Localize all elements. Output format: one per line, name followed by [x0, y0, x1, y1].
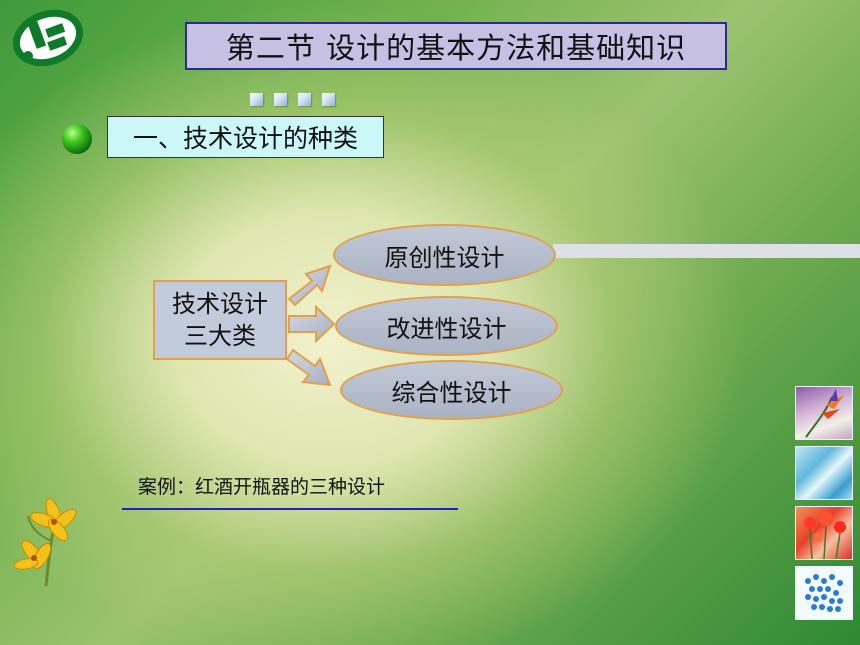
- lily-flower-icon: [13, 498, 77, 586]
- thumbnail-bird-of-paradise: [795, 386, 853, 440]
- decor-bar: [553, 244, 860, 258]
- case-link[interactable]: 案例：红酒开瓶器的三种设计: [138, 476, 386, 498]
- section-heading: 一、技术设计的种类: [107, 116, 384, 158]
- decor-square: [250, 93, 263, 106]
- arrow-up-right: [287, 264, 332, 307]
- arrow-down-right: [285, 348, 332, 387]
- design-type-integrated: 综合性设计: [340, 360, 563, 420]
- decor-square: [298, 93, 311, 106]
- thumbnail-blue-texture: [795, 446, 853, 500]
- thumbnail-blue-flowers: [795, 566, 853, 620]
- thumbnail-red-flowers: [795, 506, 853, 560]
- decor-square: [322, 93, 335, 106]
- logo-icon: [12, 9, 84, 67]
- center-box: 技术设计 三大类: [153, 280, 287, 360]
- design-type-improved: 改进性设计: [335, 296, 558, 356]
- arrow-right: [288, 304, 336, 344]
- design-type-original: 原创性设计: [333, 224, 556, 286]
- slide-title: 第二节 设计的基本方法和基础知识: [185, 22, 727, 70]
- case-link-underline: [122, 508, 458, 510]
- center-line-2: 三大类: [184, 322, 256, 350]
- green-ball-bullet-icon: [62, 124, 92, 154]
- decor-square: [274, 93, 287, 106]
- center-line-1: 技术设计: [172, 290, 268, 318]
